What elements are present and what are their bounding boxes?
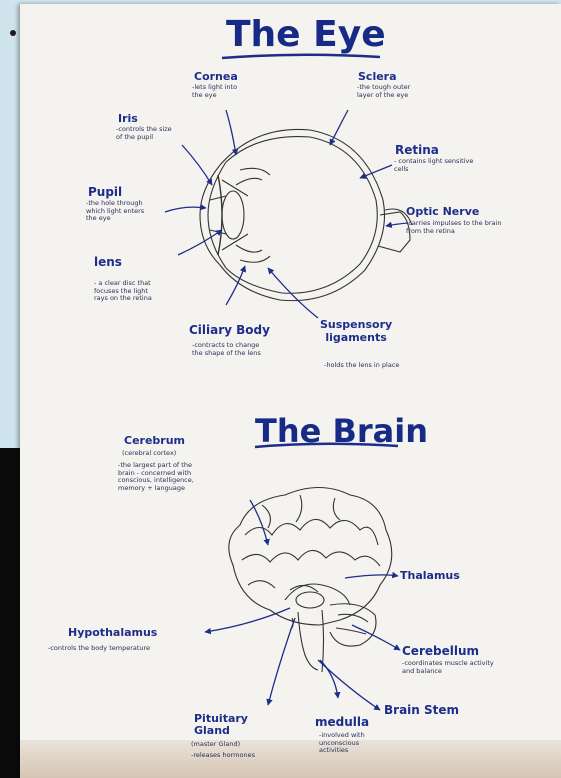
label-cornea: Cornea bbox=[194, 70, 238, 83]
arrow-retina bbox=[360, 165, 392, 178]
desc-cerebellum: -coordinates muscle activity and balance bbox=[402, 660, 494, 675]
desc-cornea: -lets light into the eye bbox=[192, 84, 237, 99]
arrow-cerebrum bbox=[250, 500, 268, 545]
label-lens: lens bbox=[94, 255, 122, 269]
sub-cerebrum: (cerebral cortex) bbox=[122, 450, 176, 458]
desc-pituitary-gland: -releases hormones bbox=[191, 752, 255, 760]
label-cerebrum: Cerebrum bbox=[124, 434, 185, 447]
sub-pituitary-gland: (master Gland) bbox=[191, 741, 240, 749]
eye-title: The Eye bbox=[226, 14, 386, 55]
desc-retina: - contains light sensitive cells bbox=[394, 158, 473, 173]
desc-cerebrum: -the largest part of the brain - concern… bbox=[118, 462, 194, 492]
desc-medulla: -involved with unconscious activities bbox=[319, 732, 365, 755]
label-brain-stem: Brain Stem bbox=[384, 703, 459, 717]
label-thalamus: Thalamus bbox=[400, 569, 460, 582]
brain-illustration bbox=[229, 488, 392, 673]
label-ciliary-body: Ciliary Body bbox=[189, 323, 270, 337]
label-medulla: medulla bbox=[315, 715, 369, 729]
desc-lens: - a clear disc that focuses the light ra… bbox=[94, 280, 152, 303]
label-suspensory-ligaments: Suspensory ligaments bbox=[320, 318, 392, 344]
arrow-cornea bbox=[226, 110, 236, 155]
label-sclera: Sclera bbox=[358, 70, 397, 83]
brain-title: The Brain bbox=[255, 412, 428, 450]
label-pupil: Pupil bbox=[88, 185, 122, 199]
label-hypothalamus: Hypothalamus bbox=[68, 626, 157, 639]
arrow-thalamus bbox=[345, 575, 398, 578]
arrow-iris bbox=[182, 145, 212, 185]
label-optic-nerve: Optic Nerve bbox=[406, 205, 479, 218]
eye-title-underline bbox=[222, 55, 380, 58]
arrow-lens bbox=[178, 230, 222, 255]
label-pituitary-gland: Pituitary Gland bbox=[194, 713, 248, 737]
arrow-cerebellum bbox=[352, 625, 400, 650]
desc-optic-nerve: -carries impulses to the brain from the … bbox=[406, 220, 501, 235]
desc-pupil: -the hole through which light enters the… bbox=[86, 200, 144, 223]
label-retina: Retina bbox=[395, 143, 439, 157]
label-cerebellum: Cerebellum bbox=[402, 644, 479, 658]
arrow-brain-stem bbox=[318, 660, 380, 710]
eye-illustration bbox=[200, 129, 412, 300]
arrow-hypothalamus bbox=[205, 608, 290, 632]
label-iris: Iris bbox=[118, 112, 138, 125]
desc-ciliary-body: -contracts to change the shape of the le… bbox=[192, 342, 261, 357]
desc-hypothalamus: -controls the body temperature bbox=[48, 645, 150, 653]
arrow-optic-nerve bbox=[386, 223, 408, 226]
desc-sclera: -the tough outer layer of the eye bbox=[357, 84, 410, 99]
arrow-pituitary bbox=[268, 618, 295, 705]
desc-iris: -controls the size of the pupil bbox=[116, 126, 172, 141]
desc-suspensory-ligaments: -holds the lens in place bbox=[324, 362, 399, 370]
